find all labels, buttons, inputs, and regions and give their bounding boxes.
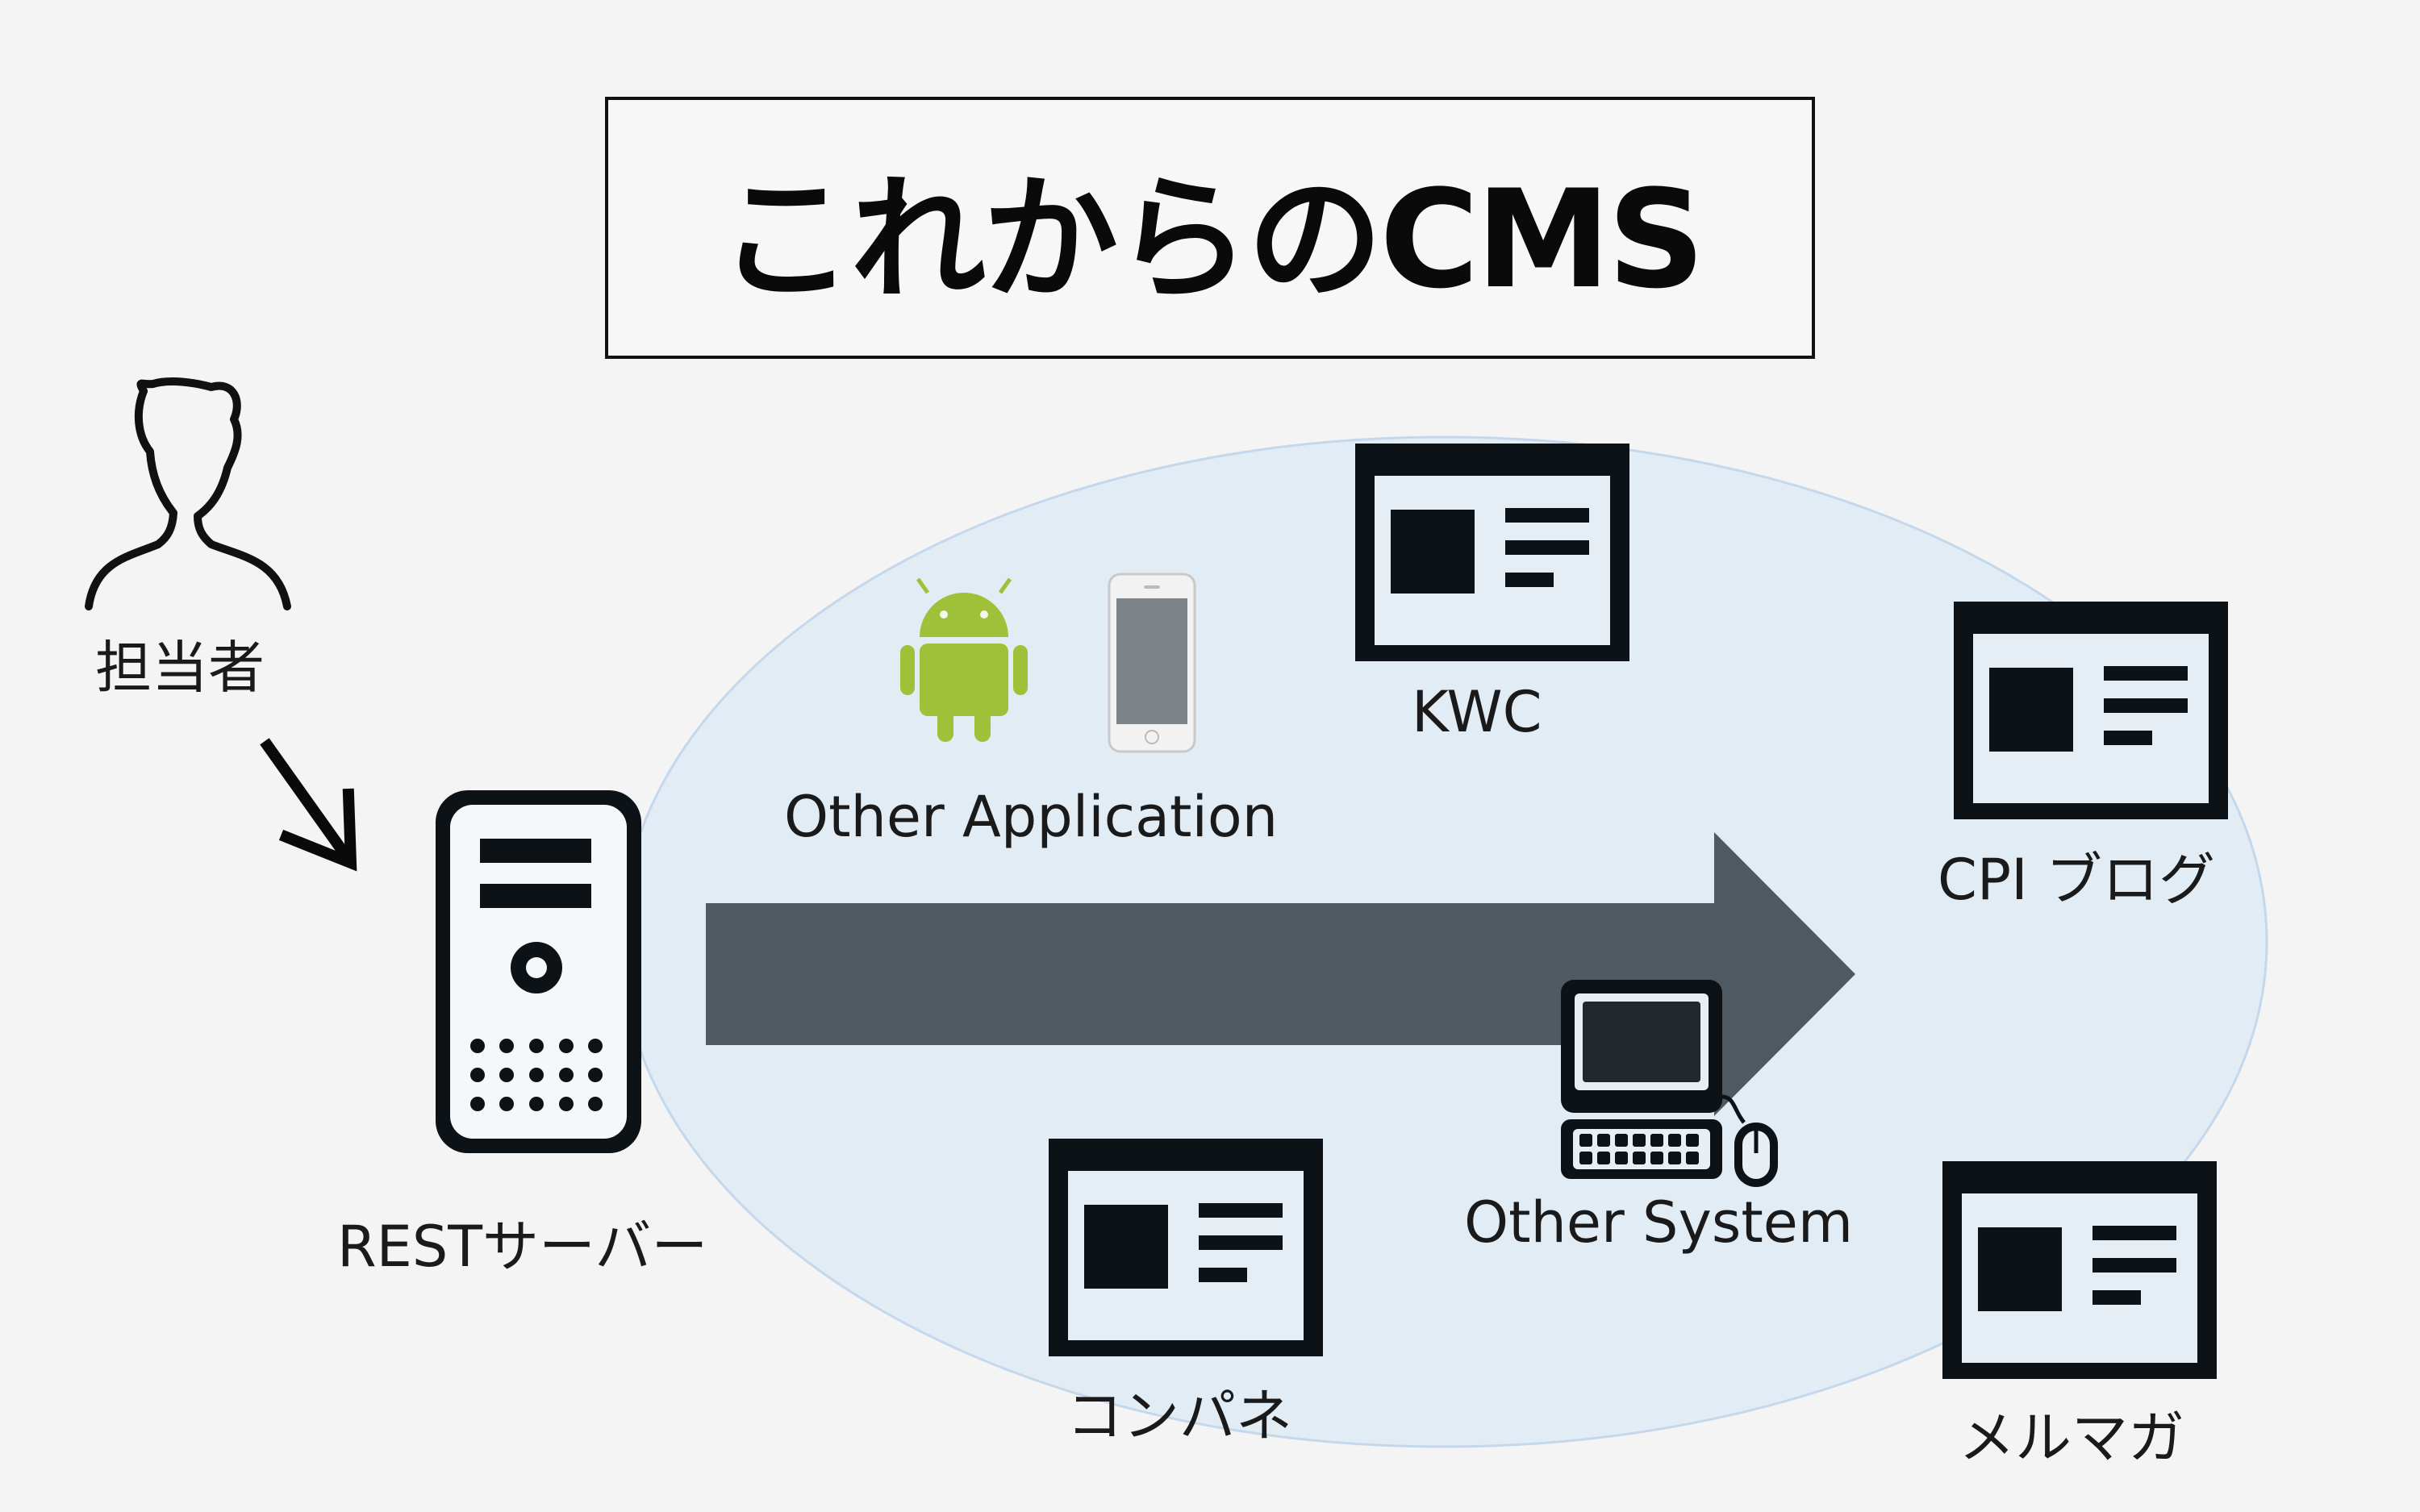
person-icon — [85, 377, 291, 610]
page-title: これからのCMS — [718, 160, 1704, 319]
cpi-blog-label: CPI ブログ — [1938, 847, 2215, 913]
person-label: 担当者 — [95, 635, 265, 701]
small-arrow — [260, 738, 357, 872]
title-box: これからのCMS — [605, 97, 1815, 359]
android-icon — [900, 577, 1028, 742]
kwc-label: KWC — [1412, 679, 1542, 745]
mailmag-label: メルマガ — [1959, 1405, 2184, 1471]
other-application-label: Other Application — [784, 784, 1279, 850]
smartphone-icon — [1108, 573, 1196, 753]
server-tower-icon — [436, 790, 641, 1153]
webpage-icon-cpi — [1954, 602, 2228, 819]
compane-label: コンパネ — [1066, 1383, 1292, 1449]
webpage-icon-kwc — [1355, 444, 1629, 661]
other-system-label: Other System — [1464, 1189, 1854, 1256]
webpage-icon-mailmag — [1942, 1161, 2217, 1379]
server-label: RESTサーバー — [337, 1214, 708, 1280]
desktop-computer-icon — [1561, 980, 1778, 1187]
webpage-icon-compane — [1049, 1139, 1323, 1356]
